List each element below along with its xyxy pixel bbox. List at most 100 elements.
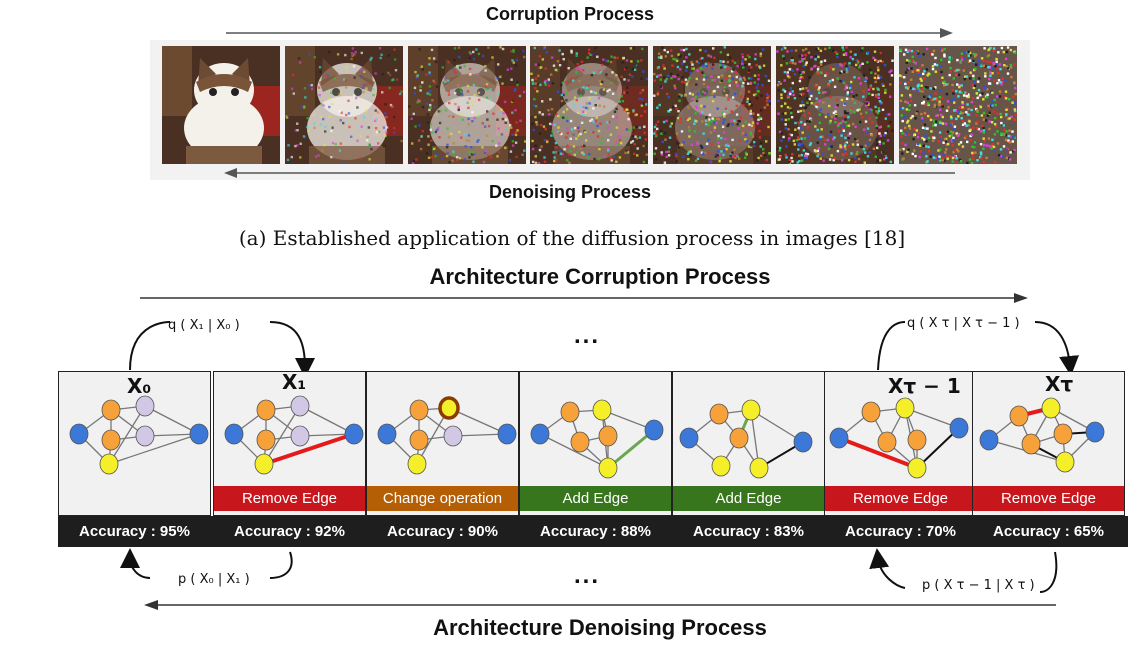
graph-node <box>679 427 699 449</box>
graph-node <box>1055 451 1075 473</box>
ellipsis-bottom: ... <box>574 562 601 589</box>
graph-node <box>877 431 897 453</box>
denoising-arrow <box>224 168 955 178</box>
graph-node <box>189 423 209 445</box>
noise-frame <box>653 46 771 164</box>
noise-frame <box>285 46 403 164</box>
graph-node <box>741 399 761 421</box>
accuracy-value: Accuracy : 88% <box>540 523 651 540</box>
accuracy-value: Accuracy : 95% <box>79 523 190 540</box>
graph-node <box>497 423 517 445</box>
noise-frame <box>899 46 1017 164</box>
architecture-graph <box>679 399 813 479</box>
graph-node <box>101 429 121 451</box>
operation-label: Remove Edge <box>825 486 976 511</box>
graph-node <box>99 453 119 475</box>
graph-node <box>224 423 244 445</box>
transition-arrows <box>120 320 1080 593</box>
graph-node <box>1041 397 1061 419</box>
noise-frame <box>408 46 526 164</box>
graph-node <box>598 425 618 447</box>
graph-node <box>570 431 590 453</box>
noise-frame <box>530 46 648 164</box>
graph-node <box>407 453 427 475</box>
operation-label: Remove Edge <box>973 486 1124 511</box>
architecture-corruption-arrow <box>140 293 1028 303</box>
graph-node <box>438 396 460 420</box>
graph-edge <box>108 405 146 465</box>
graph-node <box>729 427 749 449</box>
accuracy-value: Accuracy : 70% <box>845 523 956 540</box>
forward-transition-left: q ( X₁ | X₀ ) <box>168 318 240 333</box>
corruption-arrow <box>226 28 953 38</box>
forward-transition-right: q ( X τ | X τ − 1 ) <box>907 316 1020 331</box>
graph-node <box>907 429 927 451</box>
noise-frame <box>776 46 894 164</box>
architecture-graph <box>69 395 209 475</box>
label-xtau-minus-1: Xτ − 1 <box>888 374 961 398</box>
graph-node <box>254 453 274 475</box>
accuracy-value: Accuracy : 65% <box>993 523 1104 540</box>
graph-node <box>135 425 155 447</box>
label-x1: X₁ <box>282 370 307 394</box>
graph-edge <box>108 433 200 465</box>
graph-edge <box>299 405 355 435</box>
operation-label: Add Edge <box>673 486 824 511</box>
graph-node <box>711 455 731 477</box>
graph-edge <box>750 409 804 443</box>
architecture-graph <box>979 397 1105 473</box>
graph-edge <box>539 433 609 469</box>
graph-node <box>409 399 429 421</box>
graph-edge <box>144 405 200 435</box>
graph-node <box>443 425 463 447</box>
graph-node <box>1085 421 1105 443</box>
graph-node <box>907 457 927 479</box>
noise-frame <box>162 46 280 164</box>
architecture-denoising-arrow <box>144 600 1056 610</box>
graph-node <box>344 423 364 445</box>
operation-label: Remove Edge <box>214 486 365 511</box>
graph-node <box>749 457 769 479</box>
operation-label: Change operation <box>367 486 518 511</box>
highlighted-edge <box>838 436 918 470</box>
reverse-transition-left: p ( X₀ | X₁ ) <box>178 572 250 587</box>
highlighted-edge <box>607 428 655 470</box>
graph-node <box>560 401 580 423</box>
graph-node <box>1009 405 1029 427</box>
graph-node <box>377 423 397 445</box>
graph-node <box>101 399 121 421</box>
architecture-panel <box>58 371 211 516</box>
graph-node <box>1053 423 1073 445</box>
graph-node <box>530 423 550 445</box>
architecture-graph <box>530 399 664 479</box>
graph-node <box>644 419 664 441</box>
graph-node <box>256 429 276 451</box>
graph-node <box>1021 433 1041 455</box>
accuracy-value: Accuracy : 92% <box>234 523 345 540</box>
accuracy-value: Accuracy : 83% <box>693 523 804 540</box>
architecture-graph <box>829 397 969 479</box>
graph-node <box>861 401 881 423</box>
ellipsis-top: ... <box>574 322 601 349</box>
graph-node <box>69 423 89 445</box>
graph-node <box>979 429 999 451</box>
graph-node <box>709 403 729 425</box>
graph-node <box>949 417 969 439</box>
architecture-denoising-label: Architecture Denoising Process <box>433 615 767 640</box>
highlighted-edge <box>263 432 355 466</box>
architecture-corruption-label: Architecture Corruption Process <box>429 264 771 289</box>
graph-node <box>895 397 915 419</box>
denoising-process-label: Denoising Process <box>488 182 652 202</box>
graph-node <box>409 429 429 451</box>
graph-node <box>135 395 155 417</box>
corruption-process-label: Corruption Process <box>485 4 655 24</box>
label-xtau: Xτ <box>1045 372 1074 396</box>
architecture-graph <box>377 396 517 475</box>
operation-label: Add Edge <box>520 486 671 511</box>
accuracy-bar <box>58 516 1128 547</box>
graph-edge <box>904 407 960 429</box>
graph-node <box>829 427 849 449</box>
graph-node <box>793 431 813 453</box>
figure-caption-a: (a) Established application of the diffu… <box>238 226 906 250</box>
graph-node <box>290 425 310 447</box>
